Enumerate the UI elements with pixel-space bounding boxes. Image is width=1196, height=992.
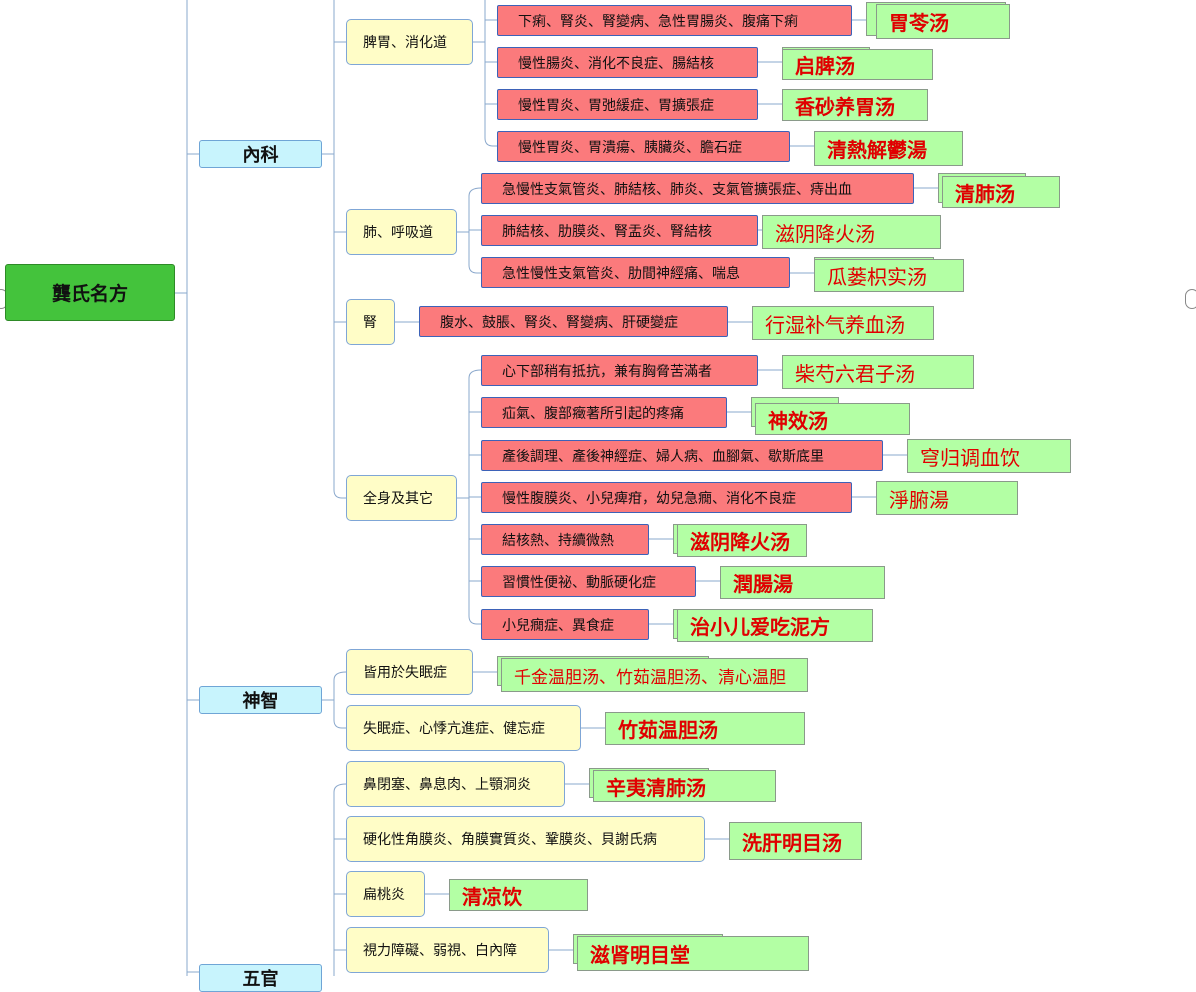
remedy-node[interactable]: 清肺汤	[942, 176, 1060, 208]
symptom-node[interactable]: 結核熱、持續微熱	[481, 524, 649, 555]
remedy-node[interactable]: 清凉饮	[449, 879, 588, 911]
remedy-node[interactable]: 洗肝明目汤	[729, 822, 862, 860]
symptom-node[interactable]: 慢性胃炎、胃潰瘍、胰臟炎、膽石症	[497, 131, 790, 162]
remedy-node[interactable]: 香砂养胃汤	[782, 89, 928, 121]
remedy-node[interactable]: 辛夷清肺汤	[593, 770, 776, 802]
category-node[interactable]: 五官	[199, 964, 322, 992]
category-node[interactable]: 內科	[199, 140, 322, 168]
remedy-node[interactable]: 穹归调血饮	[907, 439, 1071, 473]
remedy-node[interactable]: 启脾汤	[782, 49, 933, 80]
symptom-node[interactable]: 產後調理、產後神經症、婦人病、血腳氣、歇斯底里	[481, 440, 883, 471]
remedy-node[interactable]: 胃苓汤	[876, 4, 1010, 39]
symptom-node[interactable]: 心下部稍有抵抗，兼有胸脅苦滿者	[481, 355, 758, 386]
remedy-node[interactable]: 滋阴降火汤	[677, 524, 807, 557]
subcategory-node[interactable]: 脾胃、消化道	[346, 19, 473, 65]
symptom-node[interactable]: 急慢性支氣管炎、肺結核、肺炎、支氣管擴張症、痔出血	[481, 173, 914, 204]
symptom-node[interactable]: 習慣性便祕、動脈硬化症	[481, 566, 696, 597]
subcategory-node[interactable]: 腎	[346, 299, 395, 345]
symptom-node[interactable]: 慢性胃炎、胃弛緩症、胃擴張症	[497, 89, 758, 120]
category-node[interactable]: 神智	[199, 686, 322, 714]
subcategory-node[interactable]: 扁桃炎	[346, 871, 425, 917]
subcategory-node[interactable]: 全身及其它	[346, 475, 457, 521]
remedy-node[interactable]: 行湿补气养血汤	[752, 306, 934, 340]
symptom-node[interactable]: 慢性腹膜炎、小兒痺疳，幼兒急癇、消化不良症	[481, 482, 852, 513]
remedy-node[interactable]: 清熱解鬱湯	[814, 131, 963, 166]
subcategory-node[interactable]: 皆用於失眠症	[346, 649, 473, 695]
remedy-node[interactable]: 淨腑湯	[876, 481, 1018, 515]
remedy-node[interactable]: 瓜蒌枳实汤	[814, 259, 964, 292]
symptom-node[interactable]: 疝氣、腹部癥著所引起的疼痛	[481, 397, 727, 428]
remedy-node[interactable]: 治小儿爱吃泥方	[677, 609, 873, 642]
symptom-node[interactable]: 下痢、腎炎、腎變病、急性胃腸炎、腹痛下痢	[497, 5, 852, 36]
remedy-node[interactable]: 滋肾明目堂	[577, 936, 809, 971]
symptom-node[interactable]: 腹水、鼓脹、腎炎、腎變病、肝硬變症	[419, 306, 728, 337]
remedy-node[interactable]: 竹茹温胆汤	[605, 712, 805, 745]
subcategory-node[interactable]: 硬化性角膜炎、角膜實質炎、鞏膜炎、貝謝氏病	[346, 816, 705, 862]
symptom-node[interactable]: 急性慢性支氣管炎、肋間神經痛、喘息	[481, 257, 790, 288]
remedy-node[interactable]: 潤腸湯	[720, 566, 885, 599]
remedy-node[interactable]: 千金温胆汤、竹茹温胆汤、清心温胆	[501, 658, 808, 692]
symptom-node[interactable]: 肺結核、肋膜炎、腎盂炎、腎結核	[481, 215, 758, 246]
subcategory-node[interactable]: 視力障礙、弱視、白內障	[346, 927, 549, 973]
collapse-handle-right[interactable]	[1185, 289, 1196, 309]
subcategory-node[interactable]: 鼻閉塞、鼻息肉、上顎洞炎	[346, 761, 565, 807]
remedy-node[interactable]: 滋阴降火汤	[762, 215, 941, 249]
root-node[interactable]: 龔氏名方	[5, 264, 175, 321]
remedy-node[interactable]: 神效汤	[755, 403, 910, 435]
subcategory-node[interactable]: 失眠症、心悸亢進症、健忘症	[346, 705, 581, 751]
subcategory-node[interactable]: 肺、呼吸道	[346, 209, 457, 255]
symptom-node[interactable]: 慢性腸炎、消化不良症、腸結核	[497, 47, 758, 78]
symptom-node[interactable]: 小兒癇症、異食症	[481, 609, 649, 640]
remedy-node[interactable]: 柴芍六君子汤	[782, 355, 974, 389]
